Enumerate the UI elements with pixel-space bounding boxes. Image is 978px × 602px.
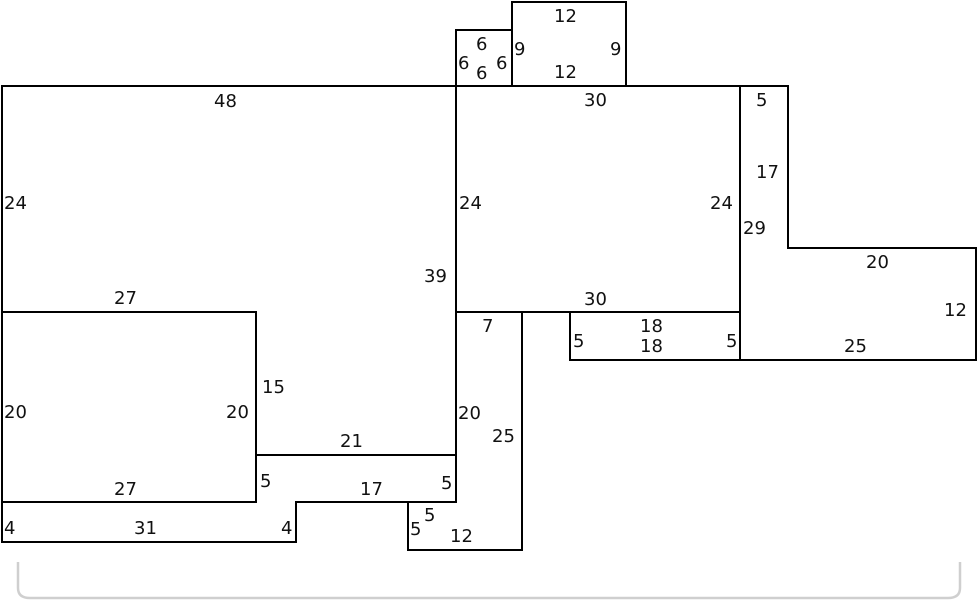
tiny-mid-label: 6 — [476, 63, 487, 84]
middle-room-shape — [455, 85, 741, 313]
tiny-right-label: 6 — [496, 53, 507, 74]
big-right-label: 39 — [424, 266, 447, 287]
right-bottom-label: 25 — [844, 336, 867, 357]
small-left-label: 5 — [573, 331, 584, 352]
big-left-label: 24 — [4, 193, 27, 214]
right-wing-shape — [739, 85, 977, 361]
tall-right-label: 25 — [492, 426, 515, 447]
step-strip-shape — [1, 454, 457, 543]
top-square-top-label: 12 — [554, 6, 577, 27]
low-step-label: 4 — [281, 518, 292, 539]
small-right-label: 5 — [726, 331, 737, 352]
strip-right-label: 5 — [441, 473, 452, 494]
frame-bracket — [16, 562, 962, 600]
strip-top-label: 17 — [360, 479, 383, 500]
step-vertical-label: 15 — [262, 377, 285, 398]
right-top-label: 5 — [756, 90, 767, 111]
big-room-shape — [1, 85, 457, 456]
top-square-right-label: 9 — [610, 39, 621, 60]
right-ledge-label: 20 — [866, 252, 889, 273]
tiny-left-label: 6 — [458, 53, 469, 74]
mid-right-label: 24 — [710, 193, 733, 214]
inner-top-label: 27 — [114, 288, 137, 309]
tall-step-b-label: 5 — [410, 519, 421, 540]
inner-left-label: 20 — [4, 402, 27, 423]
strip-left-label: 5 — [260, 471, 271, 492]
big-top-label: 48 — [214, 91, 237, 112]
right-left-label: 29 — [743, 218, 766, 239]
mid-top-label: 30 — [584, 90, 607, 111]
tall-left-label: 20 — [458, 403, 481, 424]
tiny-top-label: 6 — [476, 34, 487, 55]
tall-top-label: 7 — [482, 316, 493, 337]
small-top-label: 18 — [640, 316, 663, 337]
top-square-left-label: 9 — [514, 39, 525, 60]
right-step-label: 17 — [756, 162, 779, 183]
tall-bottom-label: 12 — [450, 526, 473, 547]
mid-bottom-label: 30 — [584, 289, 607, 310]
tall-step-a-label: 5 — [424, 505, 435, 526]
step-horizontal-label: 21 — [340, 431, 363, 452]
inner-bottom-label: 27 — [114, 479, 137, 500]
low-bottom-label: 31 — [134, 518, 157, 539]
top-square-bottom-label: 12 — [554, 62, 577, 83]
right-end-label: 12 — [944, 300, 967, 321]
inner-right-label: 20 — [226, 402, 249, 423]
mid-left-label: 24 — [459, 193, 482, 214]
inner-room-shape — [1, 311, 257, 503]
small-bottom-label: 18 — [640, 336, 663, 357]
low-left-label: 4 — [4, 518, 15, 539]
